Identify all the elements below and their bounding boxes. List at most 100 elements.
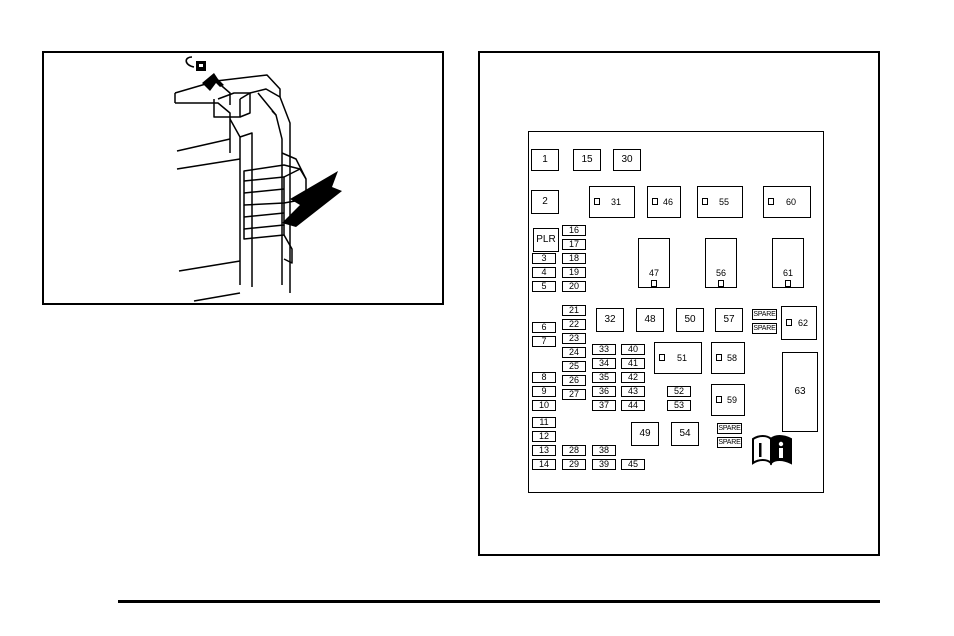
fuse-57: 57: [715, 308, 743, 332]
fuse-label: SPARE: [753, 325, 776, 332]
fuse-label: 3: [541, 253, 547, 263]
fuse-label: 23: [568, 333, 579, 343]
up-arrow-icon: [202, 73, 224, 91]
fuse-label: 35: [598, 372, 609, 382]
fuse-38: 38: [592, 445, 616, 456]
fuse-label: 34: [598, 358, 609, 368]
fuse-label: 24: [568, 347, 579, 357]
owners-manual-info-icon: [752, 435, 792, 466]
fuse-16: 16: [562, 225, 586, 236]
fuse-37: 37: [592, 400, 616, 411]
fuse-36: 36: [592, 386, 616, 397]
page-bottom-rule: [118, 600, 880, 603]
fuse-label: PLR: [536, 234, 556, 245]
relay-terminal: [785, 280, 791, 287]
fuse-label: 40: [627, 344, 638, 354]
fuse-label: 4: [541, 267, 547, 277]
fuse-label: 43: [627, 386, 638, 396]
fuse-40: 40: [621, 344, 645, 355]
fuse-label: 2: [542, 196, 548, 207]
fuse-label: 22: [568, 319, 579, 329]
fuse-label: 30: [621, 154, 633, 165]
fuse-plr: PLR: [533, 228, 559, 252]
fuse-59: 59: [711, 384, 745, 416]
fuse-spare: SPARE: [752, 323, 777, 334]
fuse-label: 6: [541, 322, 547, 332]
fuse-8: 8: [532, 372, 556, 383]
fuse-25: 25: [562, 361, 586, 372]
fuse-47: 47: [638, 238, 670, 288]
fuse-31: 31: [589, 186, 635, 218]
relay-terminal: [659, 354, 665, 361]
fuse-10: 10: [532, 400, 556, 411]
fuse-label: 63: [794, 386, 806, 397]
fuse-label: 19: [568, 267, 579, 277]
fuse-label: 1: [542, 154, 548, 165]
fuse-label: 47: [648, 268, 659, 278]
fuse-label: 51: [676, 352, 687, 363]
fuse-44: 44: [621, 400, 645, 411]
fuse-15: 15: [573, 149, 601, 171]
fuse-spare: SPARE: [717, 437, 742, 448]
fuse-label: 11: [539, 417, 549, 427]
pointer-arrow-icon: [282, 171, 342, 227]
fuse-32: 32: [596, 308, 624, 332]
fuse-12: 12: [532, 431, 556, 442]
fuse-label: 58: [726, 352, 737, 363]
fuse-label: 26: [568, 375, 579, 385]
fuse-39: 39: [592, 459, 616, 470]
fuse-label: 14: [538, 459, 549, 469]
fuse-label: 46: [662, 196, 673, 207]
fuse-label: 21: [568, 305, 579, 315]
fuse-22: 22: [562, 319, 586, 330]
fuse-2: 2: [531, 190, 559, 214]
fuse-label: 7: [541, 336, 547, 346]
fuse-62: 62: [781, 306, 817, 340]
fuse-label: 20: [568, 281, 579, 291]
fuse-label: 10: [538, 400, 549, 410]
fuse-label: 33: [598, 344, 609, 354]
fuse-60: 60: [763, 186, 811, 218]
fuse-30: 30: [613, 149, 641, 171]
relay-terminal: [716, 396, 722, 403]
fuse-label: 13: [538, 445, 549, 455]
fuse-label: 9: [541, 386, 547, 396]
relay-terminal: [716, 354, 722, 361]
relay-terminal: [702, 198, 708, 205]
fuse-19: 19: [562, 267, 586, 278]
fuse-label: 27: [568, 389, 579, 399]
fuse-label: SPARE: [718, 439, 741, 446]
fuse-label: 53: [673, 400, 684, 410]
fuse-33: 33: [592, 344, 616, 355]
relay-terminal: [718, 280, 724, 287]
fuse-58: 58: [711, 342, 745, 374]
fuse-23: 23: [562, 333, 586, 344]
fuse-5: 5: [532, 281, 556, 292]
fuse-label: 12: [538, 431, 549, 441]
fuse-1: 1: [531, 149, 559, 171]
fuse-label: 52: [673, 386, 684, 396]
fuse-label: 39: [598, 459, 609, 469]
fuse-3: 3: [532, 253, 556, 264]
fuse-label: 16: [568, 225, 579, 235]
fuse-label: 42: [627, 372, 638, 382]
relay-terminal: [651, 280, 657, 287]
fuse-26: 26: [562, 375, 586, 386]
fuse-14: 14: [532, 459, 556, 470]
fuse-label: 28: [568, 445, 579, 455]
fuse-label: 29: [568, 459, 579, 469]
fuse-spare: SPARE: [752, 309, 777, 320]
fuse-52: 52: [667, 386, 691, 397]
lock-release-icon: [185, 56, 206, 71]
fuse-18: 18: [562, 253, 586, 264]
relay-terminal: [786, 319, 792, 326]
fuse-7: 7: [532, 336, 556, 347]
fuse-label: 5: [541, 281, 547, 291]
fuse-43: 43: [621, 386, 645, 397]
fuse-label: 49: [639, 428, 651, 439]
fuse-21: 21: [562, 305, 586, 316]
fuse-54: 54: [671, 422, 699, 446]
relay-terminal: [652, 198, 658, 205]
